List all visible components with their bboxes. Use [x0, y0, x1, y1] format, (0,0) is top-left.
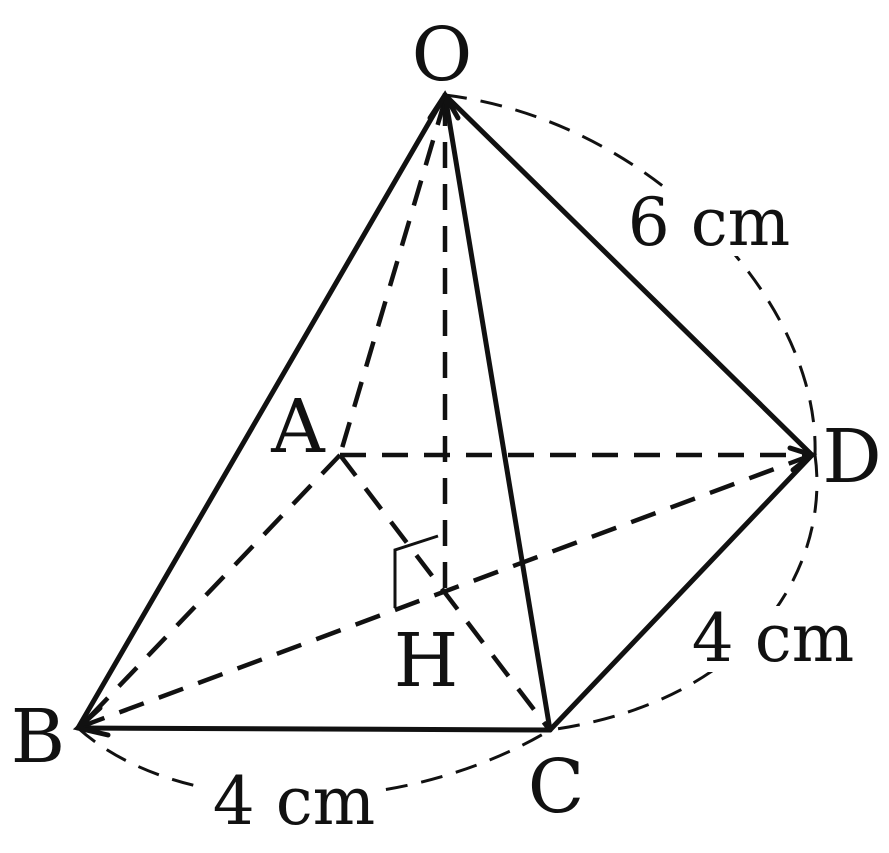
- right-angle-mark: [393, 534, 439, 608]
- vertex-label-h: H: [394, 618, 459, 704]
- edge-bc: [75, 725, 553, 733]
- dimension-label-od: 6 cm: [628, 184, 791, 261]
- arrowhead-d: [787, 445, 818, 473]
- vertex-label-c: C: [528, 744, 585, 830]
- vertex-label-d: D: [822, 414, 881, 500]
- dimension-arc-cd: [549, 454, 819, 732]
- dimension-label-cd: 4 cm: [692, 600, 855, 677]
- vertex-label-a: A: [270, 384, 326, 470]
- arrowhead-o: [427, 90, 461, 121]
- edge-oc: [442, 92, 553, 733]
- edge-oa: [337, 99, 448, 456]
- vertex-label-o: O: [412, 12, 473, 98]
- edge-od: [442, 92, 815, 458]
- edge-cd: [547, 452, 815, 733]
- dimension-label-bc: 4 cm: [213, 763, 376, 840]
- edge-ob: [75, 92, 448, 731]
- vertex-label-b: B: [11, 694, 65, 780]
- diagonal-ac: [338, 453, 550, 730]
- arrowhead-b: [72, 705, 111, 738]
- edge-ab: [78, 453, 342, 729]
